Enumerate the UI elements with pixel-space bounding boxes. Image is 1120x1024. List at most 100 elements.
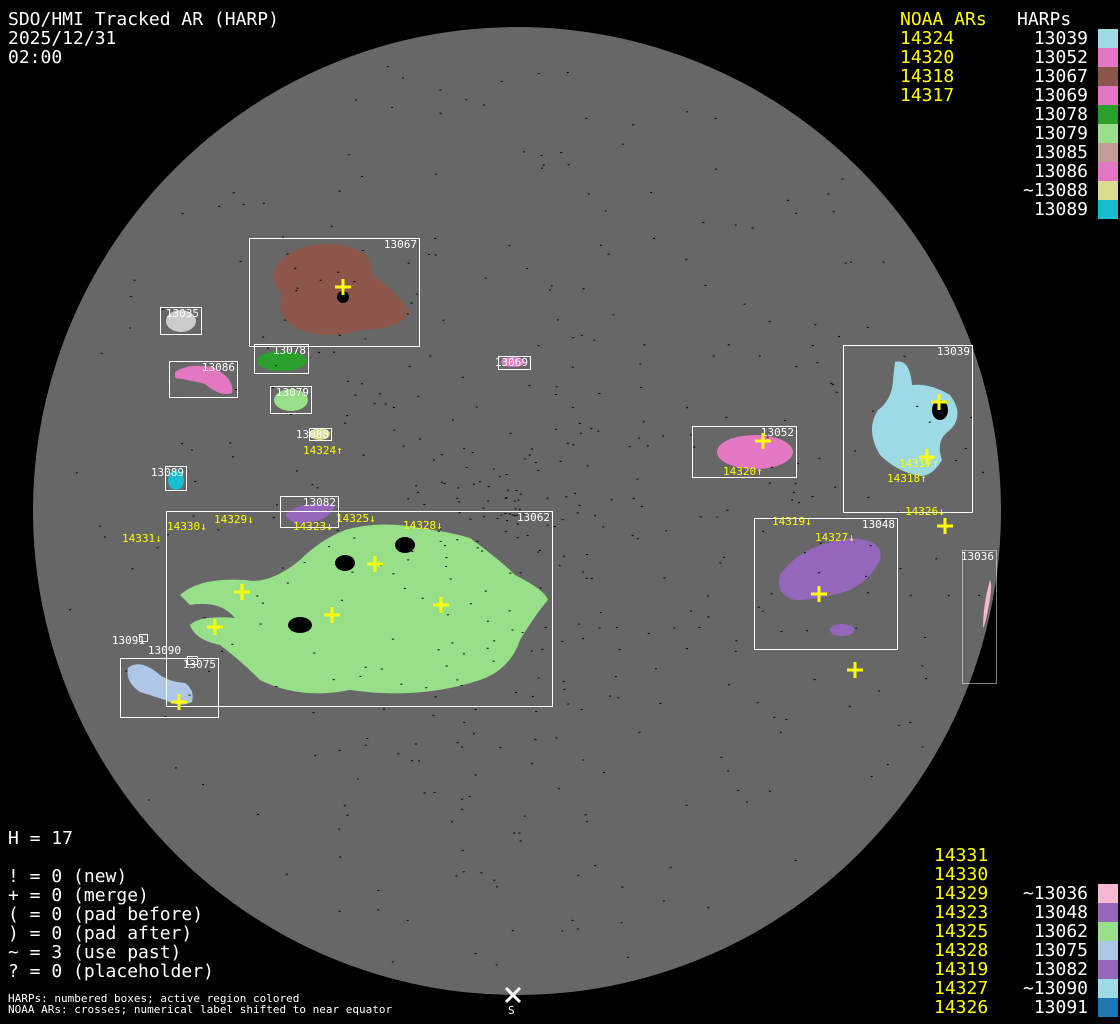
magnetogram-speck [337, 272, 339, 273]
magnetogram-speck [515, 692, 517, 693]
magnetogram-speck [554, 526, 556, 527]
magnetogram-speck [663, 900, 665, 901]
magnetogram-speck [434, 792, 436, 793]
magnetogram-speck [617, 697, 619, 698]
magnetogram-speck [392, 573, 394, 574]
magnetogram-speck [537, 470, 539, 471]
magnetogram-speck [686, 111, 688, 112]
magnetogram-speck [470, 603, 472, 604]
magnetogram-speck [504, 513, 506, 514]
magnetogram-speck [798, 502, 800, 503]
magnetogram-speck [555, 394, 557, 395]
stat-line: ( = 0 (pad before) [8, 905, 203, 924]
harp-legend-item: 13091 [1034, 998, 1088, 1017]
magnetogram-speck [752, 227, 754, 228]
magnetogram-speck [312, 712, 314, 713]
magnetogram-speck [362, 250, 364, 251]
magnetogram-speck [780, 732, 782, 733]
magnetogram-speck [496, 886, 498, 887]
magnetogram-speck [746, 801, 748, 802]
magnetogram-speck [577, 875, 579, 876]
magnetogram-speck [355, 99, 357, 100]
magnetogram-speck [558, 788, 560, 789]
magnetogram-speck [463, 871, 465, 872]
magnetogram-speck [555, 386, 557, 387]
magnetogram-speck [167, 534, 169, 535]
magnetogram-speck [686, 407, 688, 408]
magnetogram-speck [814, 679, 816, 680]
harp-box-label: 13088 [296, 428, 329, 441]
magnetogram-speck [633, 498, 635, 499]
noaa-legend-header: NOAA ARs [900, 10, 987, 29]
magnetogram-speck [586, 554, 588, 555]
magnetogram-speck [463, 448, 465, 449]
harp-legend-item: 13089 [1034, 200, 1088, 219]
magnetogram-speck [365, 667, 367, 668]
stat-line: ? = 0 (placeholder) [8, 962, 214, 981]
magnetogram-speck [296, 288, 298, 289]
magnetogram-speck [333, 679, 335, 680]
magnetogram-speck [451, 821, 453, 822]
magnetogram-speck [806, 630, 808, 631]
magnetogram-speck [284, 320, 286, 321]
magnetogram-speck [202, 784, 204, 785]
magnetogram-speck [579, 423, 581, 424]
magnetogram-speck [104, 537, 106, 538]
magnetogram-speck [804, 552, 806, 553]
magnetogram-speck [587, 466, 589, 467]
magnetogram-speck [665, 530, 667, 531]
magnetogram-speck [275, 365, 277, 366]
magnetogram-speck [698, 627, 700, 628]
magnetogram-speck [339, 191, 341, 192]
magnetogram-speck [716, 517, 718, 518]
magnetogram-speck [929, 422, 931, 423]
magnetogram-speck [459, 512, 461, 513]
magnetogram-speck [514, 501, 516, 502]
magnetogram-speck [898, 725, 900, 726]
magnetogram-speck [296, 470, 298, 471]
magnetogram-speck [572, 920, 574, 921]
magnetogram-speck [586, 578, 588, 579]
magnetogram-speck [488, 486, 490, 487]
magnetogram-speck [344, 423, 346, 424]
magnetogram-speck [872, 411, 874, 412]
magnetogram-speck [411, 760, 413, 761]
magnetogram-speck [559, 565, 561, 566]
magnetogram-speck [407, 920, 409, 921]
magnetogram-speck [599, 627, 601, 628]
magnetogram-speck [565, 496, 567, 497]
magnetogram-speck [483, 105, 485, 106]
magnetogram-speck [423, 504, 425, 505]
magnetogram-speck [643, 344, 645, 345]
magnetogram-speck [955, 460, 957, 461]
magnetogram-speck [282, 236, 284, 237]
magnetogram-speck [456, 539, 458, 540]
magnetogram-speck [541, 168, 543, 169]
magnetogram-speck [233, 192, 235, 193]
magnetogram-speck [391, 107, 393, 108]
magnetogram-speck [493, 469, 495, 470]
magnetogram-speck [501, 81, 503, 82]
magnetogram-speck [344, 805, 346, 806]
magnetogram-speck [770, 593, 772, 594]
magnetogram-speck [462, 850, 464, 851]
magnetogram-speck [568, 164, 570, 165]
magnetogram-speck [295, 290, 297, 291]
magnetogram-speck [366, 738, 368, 739]
magnetogram-speck [769, 321, 771, 322]
magnetogram-speck [383, 709, 385, 710]
magnetogram-speck [842, 179, 844, 180]
magnetogram-speck [627, 957, 629, 958]
magnetogram-speck [374, 403, 376, 404]
magnetogram-speck [948, 595, 950, 596]
harp-legend-item: 13086 [1034, 162, 1088, 181]
magnetogram-speck [795, 366, 797, 367]
magnetogram-speck [347, 381, 349, 382]
noaa-label: 14320↑ [723, 465, 763, 478]
magnetogram-speck [500, 515, 502, 516]
magnetogram-speck [870, 545, 872, 546]
magnetogram-speck [385, 403, 387, 404]
magnetogram-speck [354, 395, 356, 396]
magnetogram-speck [690, 434, 692, 435]
magnetogram-speck [428, 254, 430, 255]
